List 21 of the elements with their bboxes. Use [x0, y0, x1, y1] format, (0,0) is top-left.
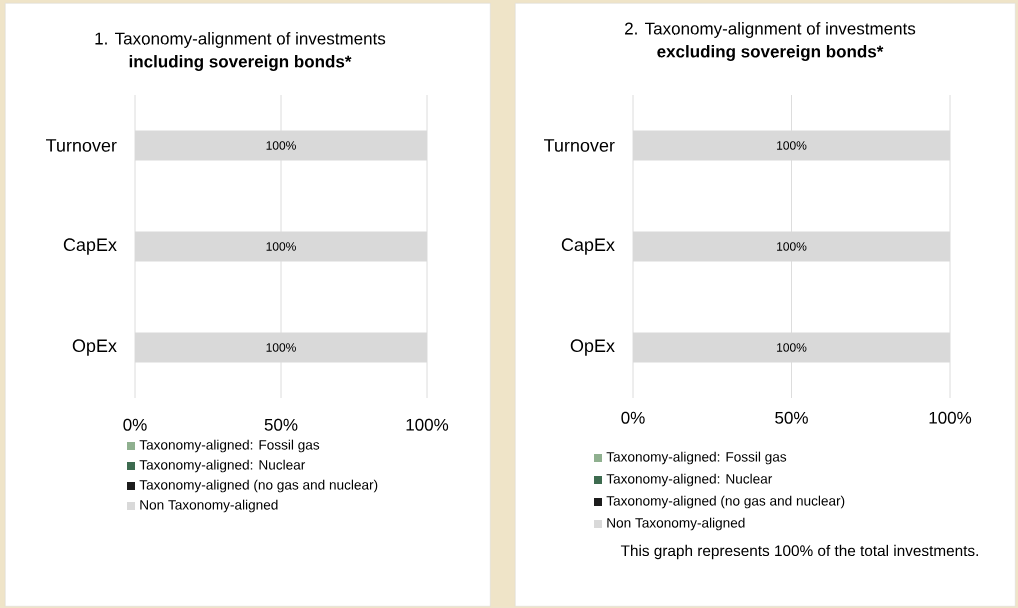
- legend-item: Taxonomy-aligned: Nuclear: [127, 459, 306, 473]
- y-tick-label: OpEx: [570, 339, 615, 356]
- legend-item: Non Taxonomy-aligned: [594, 517, 745, 531]
- y-tick-label: OpEx: [72, 339, 117, 356]
- y-tick-label: CapEx: [561, 238, 615, 255]
- x-tick-label: 50%: [775, 411, 808, 424]
- legend-item: Taxonomy-aligned: Fossil gas: [594, 451, 787, 465]
- y-tick-label: Turnover: [544, 139, 615, 152]
- x-tick-label: 100%: [929, 411, 972, 424]
- x-tick-label: 0%: [621, 411, 645, 424]
- legend-item: Taxonomy-aligned (no gas and nuclear): [594, 495, 845, 509]
- x-tick-label: 100%: [406, 418, 449, 431]
- legend-item: Taxonomy-aligned (no gas and nuclear): [127, 479, 378, 493]
- x-tick-label: 50%: [264, 418, 298, 431]
- legend-item: Taxonomy-aligned: Fossil gas: [127, 439, 320, 453]
- y-tick-label: Turnover: [46, 139, 117, 152]
- y-tick-label: CapEx: [63, 238, 117, 255]
- x-tick-label: 0%: [123, 418, 147, 431]
- note-text: This graph represents 100% of the total investments.: [620, 544, 978, 560]
- legend-item: Taxonomy-aligned: Nuclear: [594, 473, 773, 487]
- legend-item: Non Taxonomy-aligned: [127, 499, 278, 513]
